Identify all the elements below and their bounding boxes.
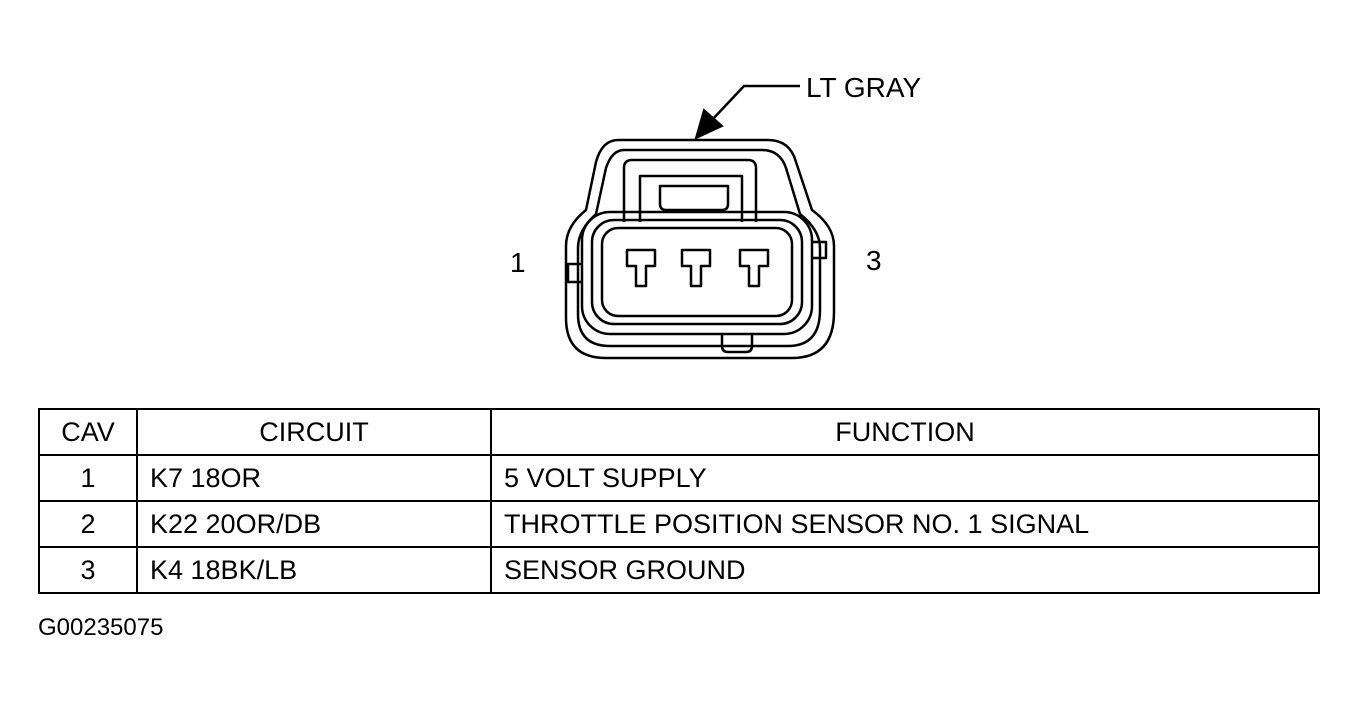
pinout-table: CAV CIRCUIT FUNCTION 1 K7 18OR 5 VOLT SU… xyxy=(38,408,1320,594)
cav-cell: 3 xyxy=(38,546,138,594)
table-row: 3 K4 18BK/LB SENSOR GROUND xyxy=(38,546,1320,594)
header-function: FUNCTION xyxy=(490,408,1320,456)
header-circuit: CIRCUIT xyxy=(136,408,492,456)
circuit-cell: K7 18OR xyxy=(136,454,492,502)
connector-face-middle xyxy=(590,218,804,326)
connector-face-inner xyxy=(600,226,794,318)
connector-housing-inner xyxy=(576,148,822,348)
circuit-cell: K4 18BK/LB xyxy=(136,546,492,594)
figure-id: G00235075 xyxy=(38,614,164,641)
latch-tab xyxy=(658,184,730,212)
table-row: 1 K7 18OR 5 VOLT SUPPLY xyxy=(38,454,1320,502)
latch-inner xyxy=(638,174,744,222)
cav-cell: 1 xyxy=(38,454,138,502)
right-key xyxy=(812,240,828,260)
label-leader-line xyxy=(711,84,800,121)
circuit-cell: K22 20OR/DB xyxy=(136,500,492,548)
cav-cell: 2 xyxy=(38,500,138,548)
latch-outer xyxy=(622,158,758,222)
connector-housing-outer xyxy=(564,138,836,360)
terminal-1 xyxy=(625,248,657,288)
connector-diagram: LT GRAY 1 3 xyxy=(510,72,921,360)
function-cell: 5 VOLT SUPPLY xyxy=(490,454,1320,502)
function-cell: THROTTLE POSITION SENSOR NO. 1 SIGNAL xyxy=(490,500,1320,548)
table-row: 2 K22 20OR/DB THROTTLE POSITION SENSOR N… xyxy=(38,500,1320,548)
bottom-key xyxy=(720,334,754,354)
leader-arrow-icon xyxy=(694,108,724,140)
pin-1-label: 1 xyxy=(510,247,526,278)
table-header-row: CAV CIRCUIT FUNCTION xyxy=(38,408,1320,456)
function-cell: SENSOR GROUND xyxy=(490,546,1320,594)
connector-color-label: LT GRAY xyxy=(806,72,921,103)
pin-3-label: 3 xyxy=(866,245,882,276)
terminal-2 xyxy=(680,248,712,288)
connector-face-outer xyxy=(580,210,814,336)
header-cav: CAV xyxy=(38,408,138,456)
left-key xyxy=(566,262,582,284)
terminal-3 xyxy=(738,248,770,288)
